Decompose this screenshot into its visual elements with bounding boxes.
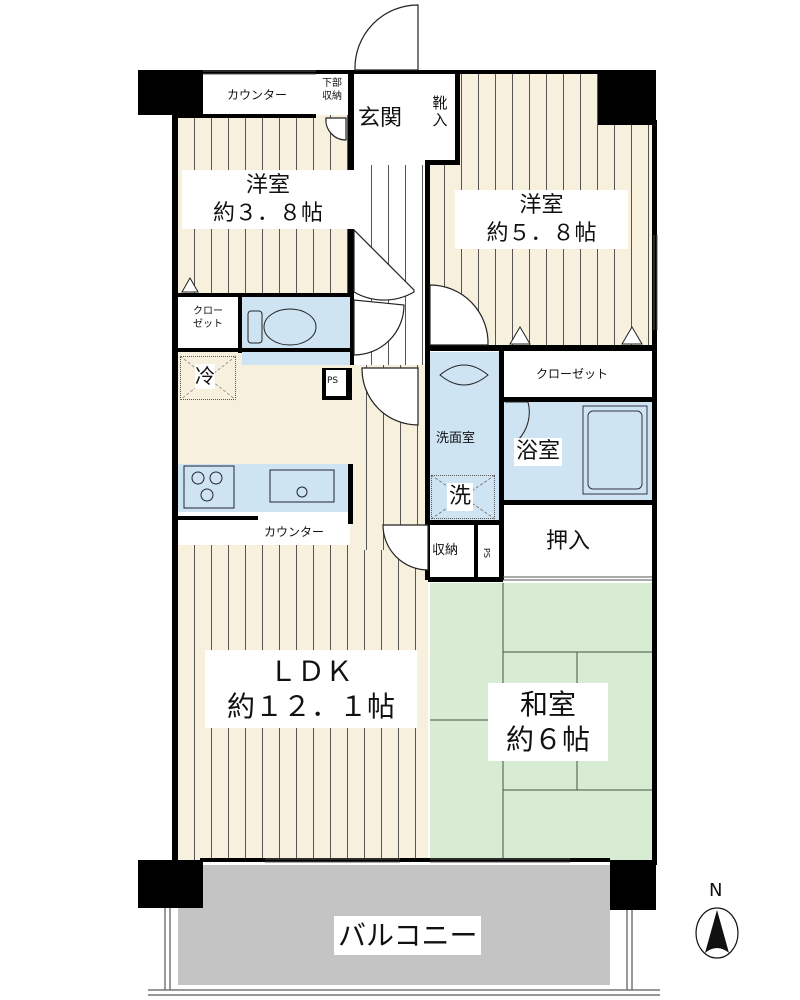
western-room-1-name: 洋室 <box>245 173 290 198</box>
under-storage-label: 下部 収納 <box>318 78 346 103</box>
ldk-size: 約１２．１帖 <box>226 690 395 723</box>
ldk-label: ＬＤＫ 約１２．１帖 <box>205 650 417 728</box>
wall-left <box>172 115 178 865</box>
fridge-label: 冷 <box>195 364 215 389</box>
top-counter-area <box>203 73 316 115</box>
japanese-room-label: 和室 約６帖 <box>488 683 608 761</box>
wash-basin-icon <box>439 364 489 386</box>
western-room-2-name: 洋室 <box>519 193 564 218</box>
ps-area-2 <box>478 525 500 580</box>
under-storage-line1: 下部 <box>322 78 342 89</box>
compass-north-label: N <box>709 880 723 901</box>
storage-label: 収納 <box>432 543 459 558</box>
pillar-top-right <box>598 70 656 125</box>
compass-icon <box>695 907 739 959</box>
under-storage-area <box>316 73 348 115</box>
western-room-2-label: 洋室 約５．８帖 <box>455 190 628 249</box>
small-closet-line2: ゼット <box>193 318 223 330</box>
shoe-storage-area <box>425 73 455 163</box>
kitchen-counter-top <box>178 464 350 512</box>
toilet-icon <box>247 308 317 346</box>
japanese-room-name: 和室 <box>519 688 576 721</box>
wall-entrance-right <box>425 160 430 580</box>
wall-kitchen-counter <box>178 516 258 520</box>
wall-top <box>200 70 600 74</box>
wall-kitchen-right <box>348 464 353 524</box>
small-closet-area <box>178 297 238 347</box>
wall-wet-top <box>428 345 656 351</box>
wall-shoe-bottom <box>425 160 460 165</box>
small-closet-label: クロー ゼット <box>184 306 232 331</box>
wall-closet2-bottom <box>503 397 655 402</box>
wide-closet-label: クローゼット <box>536 367 609 381</box>
wall-storage-mid <box>474 523 478 580</box>
washer-label: 洗 <box>447 483 474 511</box>
wall-shoe <box>455 73 460 165</box>
oshiire-label: 押入 <box>546 528 591 556</box>
wall-counter-bottom <box>178 114 316 118</box>
stove-icon <box>183 465 235 509</box>
wall-storage-bottom <box>428 577 503 582</box>
counter-top-label: カウンター <box>227 88 288 102</box>
wall-wash-right <box>499 345 504 580</box>
wall-wash-bottom <box>428 520 503 525</box>
under-storage-line2: 収納 <box>322 90 342 102</box>
pillar-top-left <box>138 70 203 115</box>
wall-bottom <box>200 858 610 862</box>
wall-bath-bottom <box>503 500 655 505</box>
ldk-name: ＬＤＫ <box>268 655 353 688</box>
wide-closet-area <box>503 352 653 398</box>
ps-1-label: PS <box>327 376 339 386</box>
shoe-storage-label: 靴入 <box>432 94 448 129</box>
kitchen-counter-label: カウンター <box>264 525 325 539</box>
bathroom-label: 浴室 <box>514 438 563 466</box>
western-room-1-label: 洋室 約３．８帖 <box>182 170 354 229</box>
storage-area <box>430 525 475 580</box>
wall-toilet-bottom <box>178 348 353 352</box>
wall-right <box>652 120 657 865</box>
washroom-label: 洗面室 <box>434 430 478 449</box>
ps-2-label: PS <box>481 548 491 558</box>
pillar-bottom-left <box>138 860 203 908</box>
japanese-room-size: 約６帖 <box>505 723 590 756</box>
western-room-2-size: 約５．８帖 <box>486 220 597 246</box>
sink-icon <box>269 469 335 503</box>
ps-area-1 <box>326 370 346 396</box>
washer-box <box>431 475 495 519</box>
wall-closet-right <box>238 293 242 353</box>
small-closet-line1: クロー <box>193 306 223 317</box>
fridge-box <box>180 356 236 400</box>
washer-cross-icon <box>430 474 496 520</box>
western-room-1-size: 約３．８帖 <box>212 200 323 226</box>
bathtub-icon <box>582 405 648 495</box>
kitchen-counter-strip <box>178 520 350 545</box>
balcony-label: バルコニー <box>334 916 482 955</box>
pillar-bottom-right <box>610 860 656 910</box>
wall-toilet-right <box>350 293 354 365</box>
entrance-floor <box>355 73 425 163</box>
entrance-label: 玄関 <box>358 106 403 131</box>
wall-closet-top <box>178 293 353 297</box>
